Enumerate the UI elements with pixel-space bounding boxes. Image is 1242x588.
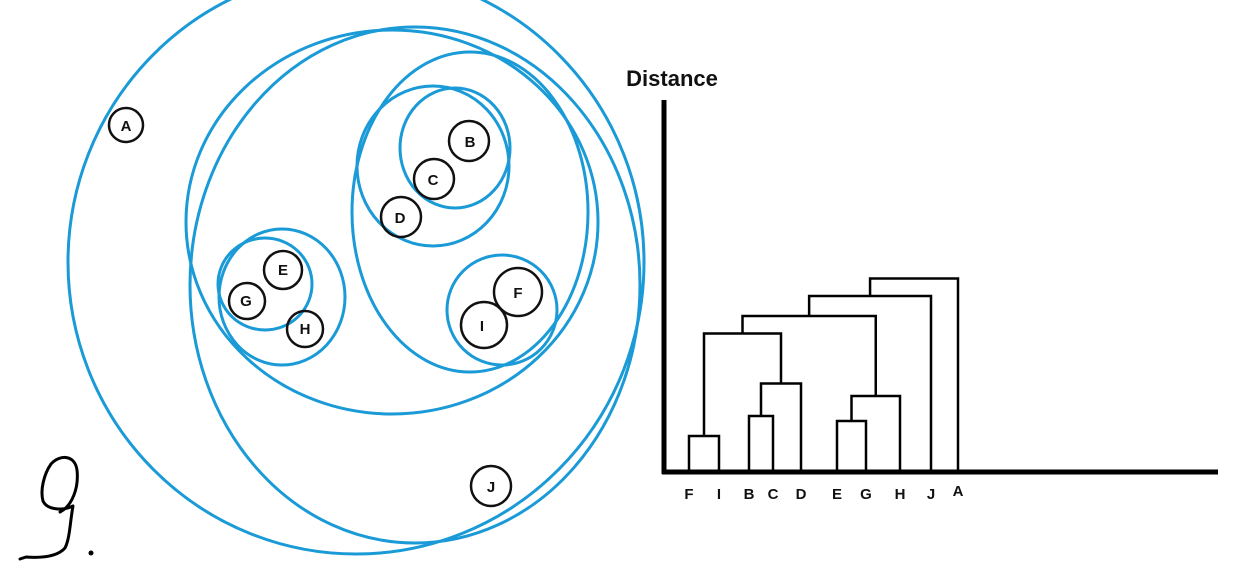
cluster-all <box>66 0 646 556</box>
point-label-e: E <box>278 262 288 279</box>
point-label-b: B <box>465 134 476 151</box>
point-label-d: D <box>395 210 406 227</box>
cluster-bc <box>398 86 512 210</box>
cluster-eg <box>216 236 314 332</box>
point-i: I <box>459 300 509 350</box>
leaf-label-e: E <box>832 486 842 503</box>
point-label-g: G <box>240 293 252 310</box>
leaf-label-j: J <box>927 486 935 503</box>
leaf-label-d: D <box>796 486 807 503</box>
leaf-label-f: F <box>684 486 693 503</box>
point-j: J <box>469 464 513 508</box>
cluster-egh <box>217 227 347 367</box>
merge-link-bc <box>747 414 775 471</box>
handwritten-dot <box>88 550 94 556</box>
point-g: G <box>227 281 267 321</box>
point-b: B <box>447 119 491 163</box>
point-f: F <box>492 266 544 318</box>
point-label-a: A <box>121 118 132 135</box>
point-label-j: J <box>487 479 495 496</box>
y-axis-title: Distance <box>626 66 718 91</box>
merge-link-eg <box>835 419 868 471</box>
cluster-bcd <box>355 84 511 248</box>
merge-link-bcd <box>759 382 803 471</box>
point-a: A <box>107 106 145 144</box>
leaf-label-g: G <box>860 486 872 503</box>
merge-link-all9 <box>807 294 933 471</box>
point-label-i: I <box>480 318 484 335</box>
point-h: H <box>285 309 325 349</box>
merge-link-all10 <box>868 277 960 471</box>
dendrogram-links <box>687 277 960 471</box>
point-label-f: F <box>513 285 522 302</box>
point-c: C <box>412 157 456 201</box>
leaf-label-i: I <box>717 486 721 503</box>
cluster-bcdfi <box>350 50 590 374</box>
leaf-label-a: A <box>953 483 964 500</box>
point-e: E <box>262 249 304 291</box>
cluster-bcdefghi <box>184 28 600 416</box>
merge-link-fi <box>687 434 721 471</box>
point-label-h: H <box>300 321 311 338</box>
leaf-label-h: H <box>895 486 906 503</box>
cluster-bcdefghij <box>188 25 642 545</box>
merge-link-egh <box>850 394 902 471</box>
nested-cluster-diagram: A B C D E F G H <box>66 0 646 556</box>
handwritten-question-number <box>18 456 94 561</box>
point-label-c: C <box>428 172 439 189</box>
leaf-label-c: C <box>768 486 779 503</box>
cluster-fi <box>445 253 559 367</box>
leaf-label-b: B <box>744 486 755 503</box>
point-d: D <box>379 195 423 239</box>
